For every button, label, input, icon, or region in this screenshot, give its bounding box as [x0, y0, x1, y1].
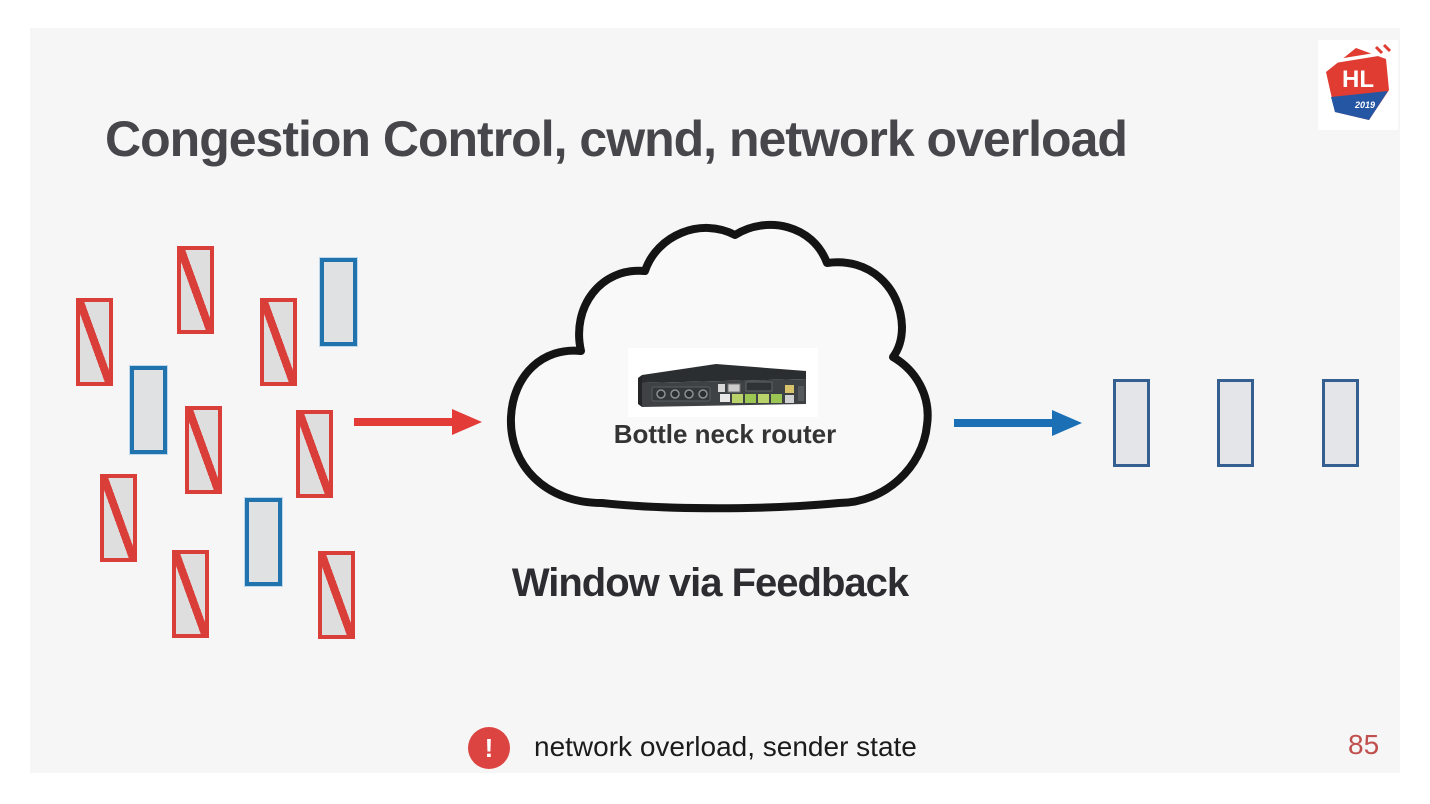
- router-image: [628, 348, 818, 417]
- cloud-label: Bottle neck router: [613, 419, 837, 449]
- send-arrow-icon: [354, 409, 482, 435]
- alert-symbol: !: [484, 732, 494, 763]
- sender-packet-plain: [320, 258, 357, 346]
- sender-packet-marked: [172, 550, 209, 638]
- receiver-packet-received: [1322, 379, 1359, 467]
- conference-logo: HL 2019: [1318, 40, 1398, 130]
- sender-packet-marked: [296, 410, 333, 498]
- sender-packet-marked: [100, 474, 137, 562]
- sender-packet-plain: [130, 366, 167, 454]
- receive-arrow-icon: [954, 410, 1082, 436]
- router-icon: [628, 348, 818, 417]
- sender-packet-marked: [318, 551, 355, 639]
- receiver-packet-received: [1217, 379, 1254, 467]
- slide-title: Congestion Control, cwnd, network overlo…: [105, 110, 1128, 167]
- footnote-text: network overload, sender state: [534, 731, 917, 762]
- receiver-packet-received: [1113, 379, 1150, 467]
- sender-packet-plain: [245, 498, 282, 586]
- page-number: 85: [1348, 729, 1380, 760]
- logo-year: 2019: [1354, 100, 1375, 110]
- hexagon-logo-icon: HL 2019: [1323, 43, 1393, 120]
- sender-packet-marked: [260, 298, 297, 386]
- logo-initials: HL: [1342, 66, 1374, 93]
- caption: Window via Feedback: [511, 561, 909, 605]
- sender-packet-marked: [76, 298, 113, 386]
- sender-packet-marked: [185, 406, 222, 494]
- slide-background: Congestion Control, cwnd, network overlo…: [30, 28, 1400, 773]
- sender-packet-marked: [177, 246, 214, 334]
- alert-icon: !: [468, 727, 510, 769]
